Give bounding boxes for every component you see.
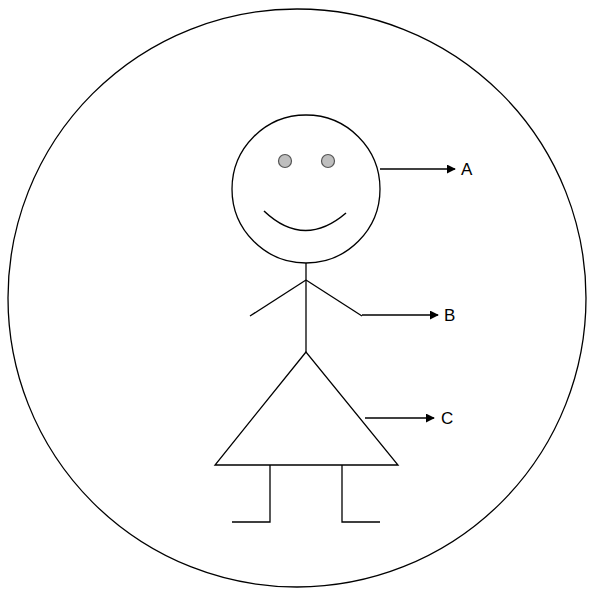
arm [306, 280, 362, 316]
leg [342, 465, 380, 522]
outer-circle [8, 9, 586, 587]
leg [232, 465, 270, 522]
leader-arrow [380, 168, 455, 169]
eye [322, 155, 335, 168]
head [232, 115, 380, 263]
leader-arrow [365, 417, 434, 418]
leader-arrow [362, 314, 438, 315]
part-label: C [441, 410, 453, 427]
dress [215, 352, 398, 465]
eye [279, 155, 292, 168]
part-label: A [461, 161, 472, 178]
arm [250, 280, 306, 316]
part-label: B [444, 307, 455, 324]
body-line [305, 263, 306, 352]
smile [264, 211, 346, 231]
